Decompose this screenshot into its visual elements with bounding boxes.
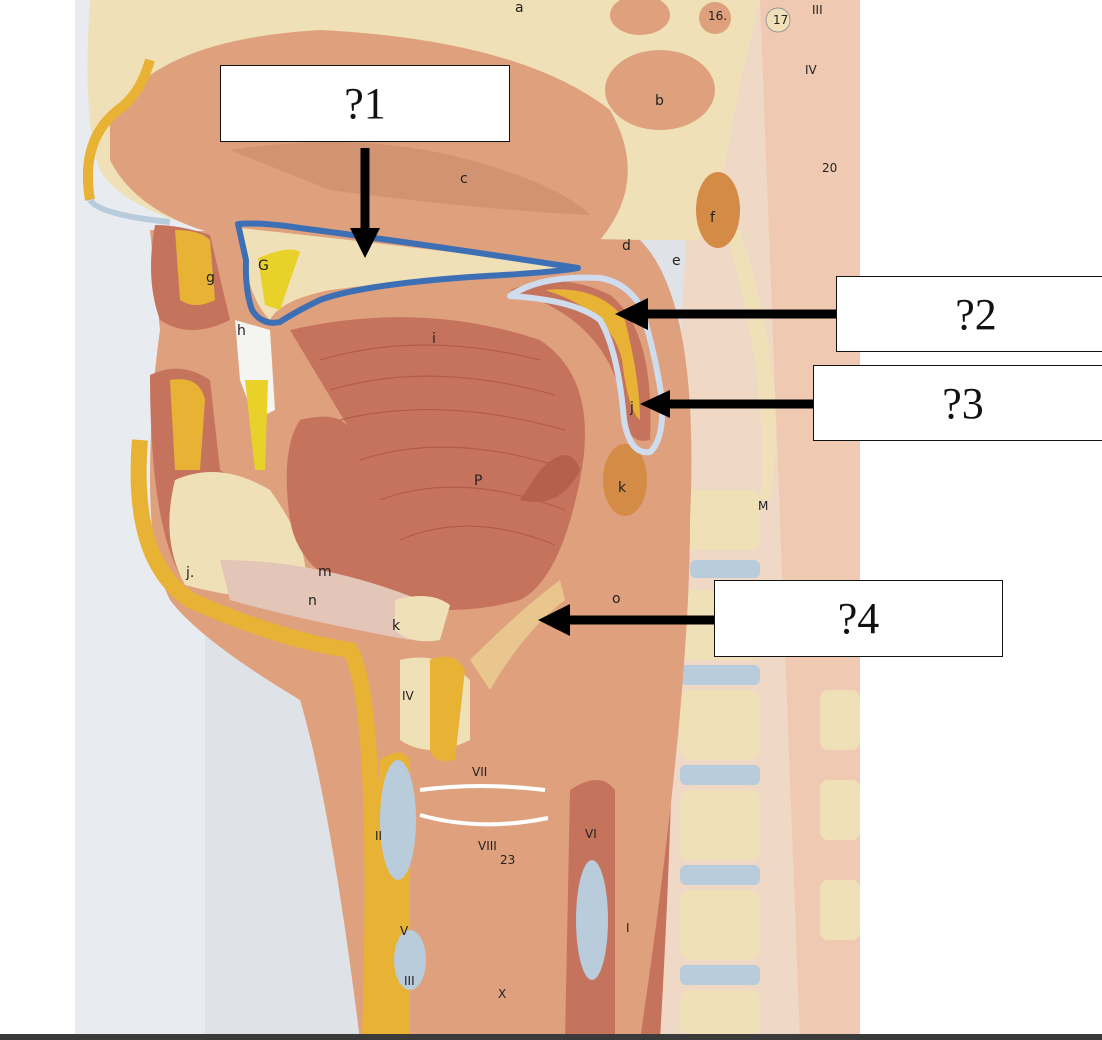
label-box-2: ?2 (836, 276, 1102, 352)
svg-text:IV: IV (402, 689, 415, 703)
arrow-4-head (538, 604, 570, 636)
svg-text:i: i (432, 331, 436, 347)
svg-text:h: h (237, 323, 246, 339)
svg-text:16.: 16. (708, 9, 727, 23)
arrow-1-head (350, 228, 380, 258)
svg-text:VIII: VIII (478, 839, 497, 853)
svg-text:II: II (375, 829, 382, 843)
svg-text:k: k (392, 618, 401, 634)
arrow-2-head (615, 298, 648, 330)
svg-text:f: f (710, 210, 716, 226)
svg-text:20: 20 (822, 161, 837, 175)
svg-text:I: I (626, 921, 630, 935)
svg-text:g: g (206, 270, 215, 286)
label-box-1: ?1 (220, 65, 510, 142)
label-box-4: ?4 (714, 580, 1003, 657)
svg-text:III: III (812, 3, 823, 17)
label-text-2: ?2 (955, 289, 997, 339)
svg-text:VII: VII (472, 765, 487, 779)
svg-text:X: X (498, 987, 506, 1001)
soft-palate-outline (507, 274, 666, 456)
svg-text:G: G (258, 258, 269, 274)
svg-text:V: V (400, 924, 409, 938)
bottom-bar (0, 1034, 1102, 1040)
model-numeral-labels: 16. 17 III IV 20 IV VII VIII 23 VI II V … (375, 3, 837, 1001)
svg-text:n: n (308, 593, 317, 609)
svg-text:IV: IV (805, 63, 818, 77)
svg-text:23: 23 (500, 853, 515, 867)
model-letter-labels: a b c d e f G g h i j k j. m n o P k (185, 0, 716, 634)
svg-text:k: k (618, 480, 627, 496)
label-text-1: ?1 (344, 79, 386, 128)
svg-text:j.: j. (185, 565, 194, 581)
svg-text:17: 17 (773, 13, 788, 27)
svg-text:a: a (515, 0, 524, 16)
label-text-3: ?3 (942, 378, 984, 428)
svg-text:j: j (629, 400, 634, 416)
label-box-3: ?3 (813, 365, 1102, 441)
svg-text:o: o (612, 591, 621, 607)
svg-text:c: c (460, 171, 468, 187)
svg-text:m: m (318, 564, 332, 580)
svg-text:P: P (474, 473, 482, 489)
svg-text:b: b (655, 93, 664, 109)
svg-text:e: e (672, 253, 681, 269)
arrows (350, 148, 836, 636)
arrow-3-head (640, 390, 670, 418)
label-text-4: ?4 (837, 594, 880, 643)
svg-text:VI: VI (585, 827, 597, 841)
svg-text:d: d (622, 238, 631, 254)
svg-text:M: M (758, 499, 768, 513)
svg-text:III: III (404, 974, 415, 988)
